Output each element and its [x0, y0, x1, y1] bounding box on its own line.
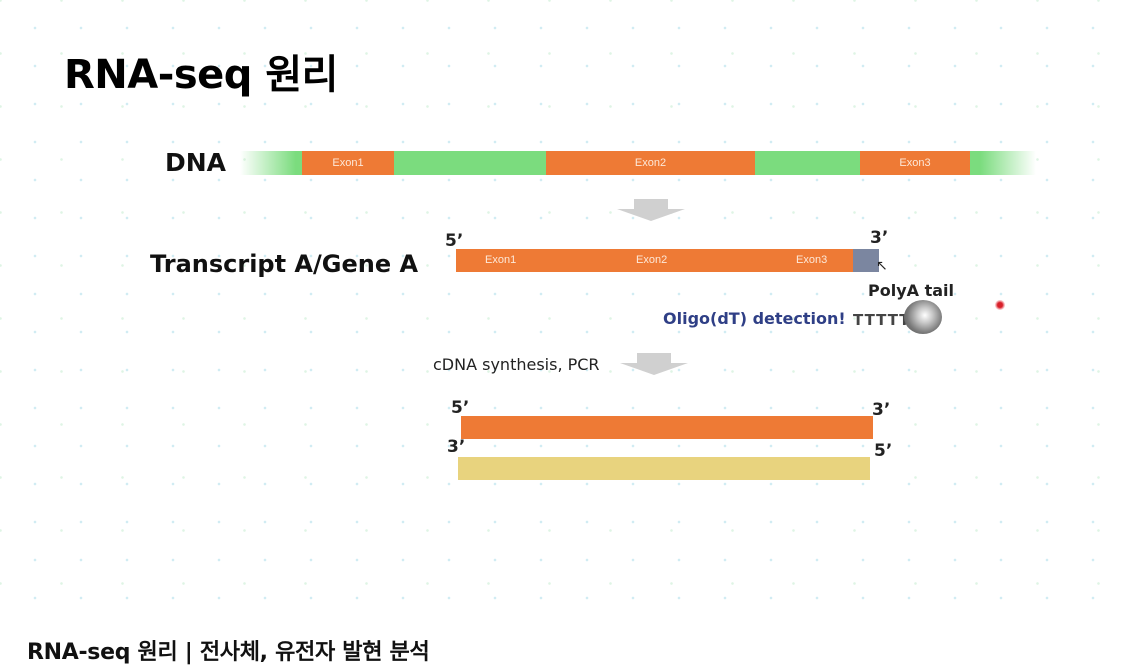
transcript-three-prime: 3’ — [870, 228, 889, 248]
dna-label: DNA — [165, 148, 227, 177]
oligo-dt-sequence: TTTTT — [853, 311, 911, 329]
polya-tail-label: PolyA tail — [868, 281, 954, 300]
transcript-bar — [456, 249, 853, 272]
video-caption: RNA-seq 원리 | 전사체, 유전자 발현 분석 — [27, 640, 430, 665]
slide: RNA-seq 원리 DNA Exon1 Exon2 Exon3 Transcr… — [0, 0, 1125, 625]
cdna-top-five-prime: 5’ — [451, 398, 470, 418]
cdna-bottom-three-prime: 3’ — [447, 437, 466, 457]
dna-exon-1: Exon1 — [302, 151, 394, 175]
down-arrow-icon-2 — [620, 363, 688, 375]
down-arrow-stem — [634, 199, 668, 209]
cdna-complement-strand — [458, 457, 870, 480]
transcript-label: Transcript A/Gene A — [150, 250, 419, 278]
transcript-exon-3: Exon3 — [796, 254, 828, 266]
cdna-sense-strand — [461, 416, 873, 439]
bead-icon — [904, 300, 942, 334]
polya-tail-segment — [853, 249, 879, 272]
dna-exon-2: Exon2 — [546, 151, 755, 175]
transcript-exon-1: Exon1 — [485, 254, 517, 266]
transcript-exon-2: Exon2 — [636, 254, 668, 266]
down-arrow-icon — [617, 209, 685, 221]
oligo-detection-label: Oligo(dT) detection! — [663, 309, 846, 328]
slide-title: RNA-seq 원리 — [64, 52, 338, 98]
down-arrow-stem-2 — [637, 353, 671, 363]
dna-exon-3: Exon3 — [860, 151, 970, 175]
cdna-bottom-five-prime: 5’ — [874, 441, 893, 461]
cdna-top-three-prime: 3’ — [872, 400, 891, 420]
pointer-arrow-icon: ↖ — [876, 257, 888, 273]
transcript-five-prime: 5’ — [445, 231, 464, 251]
cdna-synthesis-label: cDNA synthesis, PCR — [433, 355, 600, 374]
pointer-dot-icon — [995, 300, 1005, 310]
